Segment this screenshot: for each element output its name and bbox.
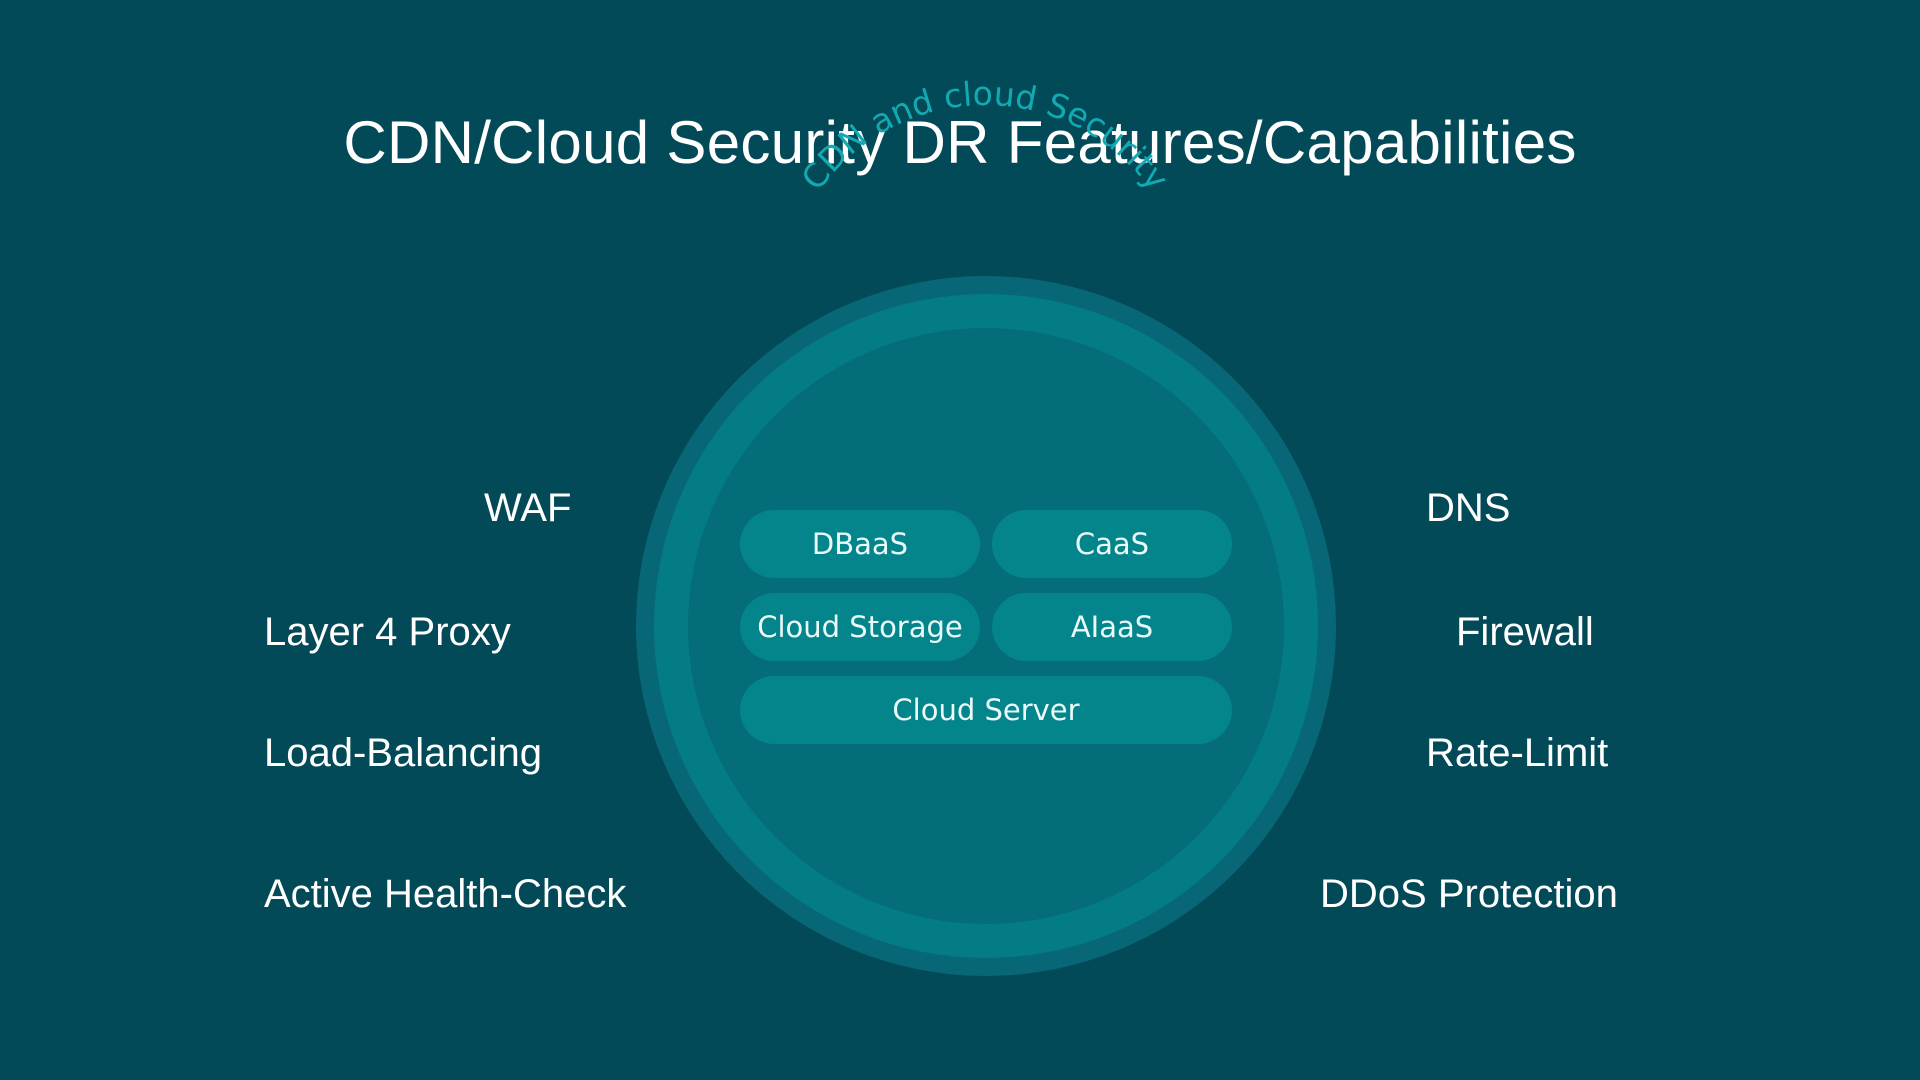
feature-waf: WAF xyxy=(484,486,572,530)
slide-title: CDN/Cloud Security DR Features/Capabilit… xyxy=(343,109,1577,176)
feature-layer-4-proxy: Layer 4 Proxy xyxy=(264,610,511,654)
inner-disc xyxy=(688,328,1284,924)
feature-rate-limit: Rate-Limit xyxy=(1426,731,1609,775)
feature-active-health-check: Active Health-Check xyxy=(264,872,627,916)
circle-label: CDN and cloud Security xyxy=(793,74,1176,197)
service-aiaas: AIaaS xyxy=(992,593,1232,661)
service-cloud-server: Cloud Server xyxy=(740,676,1232,744)
service-cloud-storage: Cloud Storage xyxy=(740,593,980,661)
feature-dns: DNS xyxy=(1426,486,1511,530)
feature-ddos-protection: DDoS Protection xyxy=(1320,872,1618,916)
service-dbaas: DBaaS xyxy=(740,510,980,578)
feature-load-balancing: Load-Balancing xyxy=(264,731,542,775)
service-caas: CaaS xyxy=(992,510,1232,578)
feature-firewall: Firewall xyxy=(1456,610,1594,654)
